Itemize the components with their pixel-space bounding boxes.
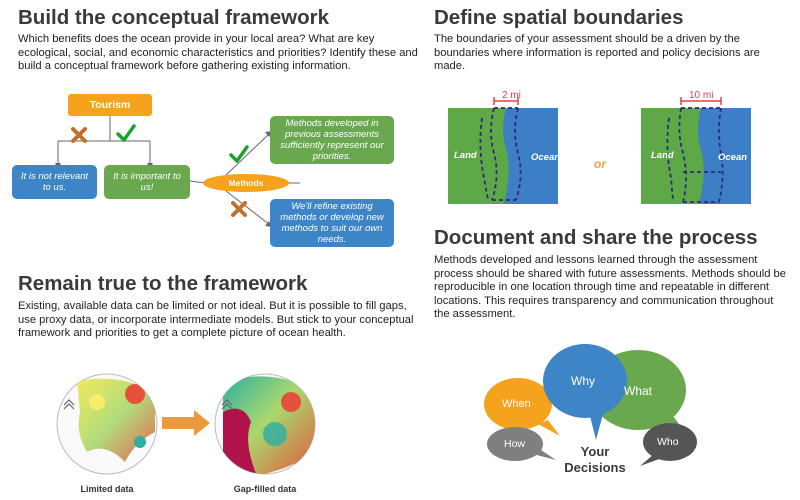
remain-text: Existing, available data can be limited …: [18, 300, 414, 340]
gap-filled-data-map: [214, 373, 316, 475]
limited-data-map: [56, 373, 158, 475]
check-mark-icon: [116, 124, 136, 142]
build-text: Which benefits does the ocean provide in…: [18, 33, 418, 73]
land-label: Land: [651, 150, 674, 161]
gap-filled-data-label: Gap-filled data: [233, 484, 297, 494]
boundary-map-small: [448, 97, 558, 204]
remain-title: Remain true to the framework: [18, 272, 308, 295]
or-label: or: [594, 157, 606, 171]
scale-label-small: 2 mi: [502, 90, 521, 101]
document-text: Methods developed and lessons learned th…: [434, 254, 786, 321]
arrow-right-icon: [162, 410, 210, 436]
spatial-title: Define spatial boundaries: [434, 6, 684, 29]
check-mark-icon: [229, 145, 249, 163]
not-relevant-box: It is not relevant to us.: [12, 165, 97, 199]
tourism-box: Tourism: [68, 94, 152, 116]
limited-data-label: Limited data: [80, 484, 134, 494]
important-box: It is important to us!: [104, 165, 190, 199]
bubble-what: What: [624, 384, 653, 398]
methods-ellipse: Methods: [203, 174, 289, 192]
x-mark-icon: [231, 201, 247, 217]
bubble-who: Who: [657, 436, 679, 448]
document-title: Document and share the process: [434, 226, 758, 249]
ocean-label: Ocean: [531, 152, 561, 163]
scale-label-large: 10 mi: [689, 90, 714, 101]
your-decisions-label: Your Decisions: [564, 444, 626, 475]
land-label: Land: [454, 150, 477, 161]
speech-bubbles: [484, 344, 697, 466]
refine-methods-box: We'll refine existing methods or develop…: [270, 199, 394, 247]
ocean-label: Ocean: [718, 152, 748, 163]
bubble-how: How: [504, 438, 526, 450]
boundary-map-large: [641, 97, 751, 204]
spatial-text: The boundaries of your assessment should…: [434, 33, 760, 73]
methods-developed-box: Methods developed in previous assessment…: [270, 116, 394, 164]
x-mark-icon: [71, 127, 87, 143]
bubble-why: Why: [571, 374, 595, 388]
build-title: Build the conceptual framework: [18, 6, 329, 29]
bubble-when: When: [502, 398, 531, 410]
